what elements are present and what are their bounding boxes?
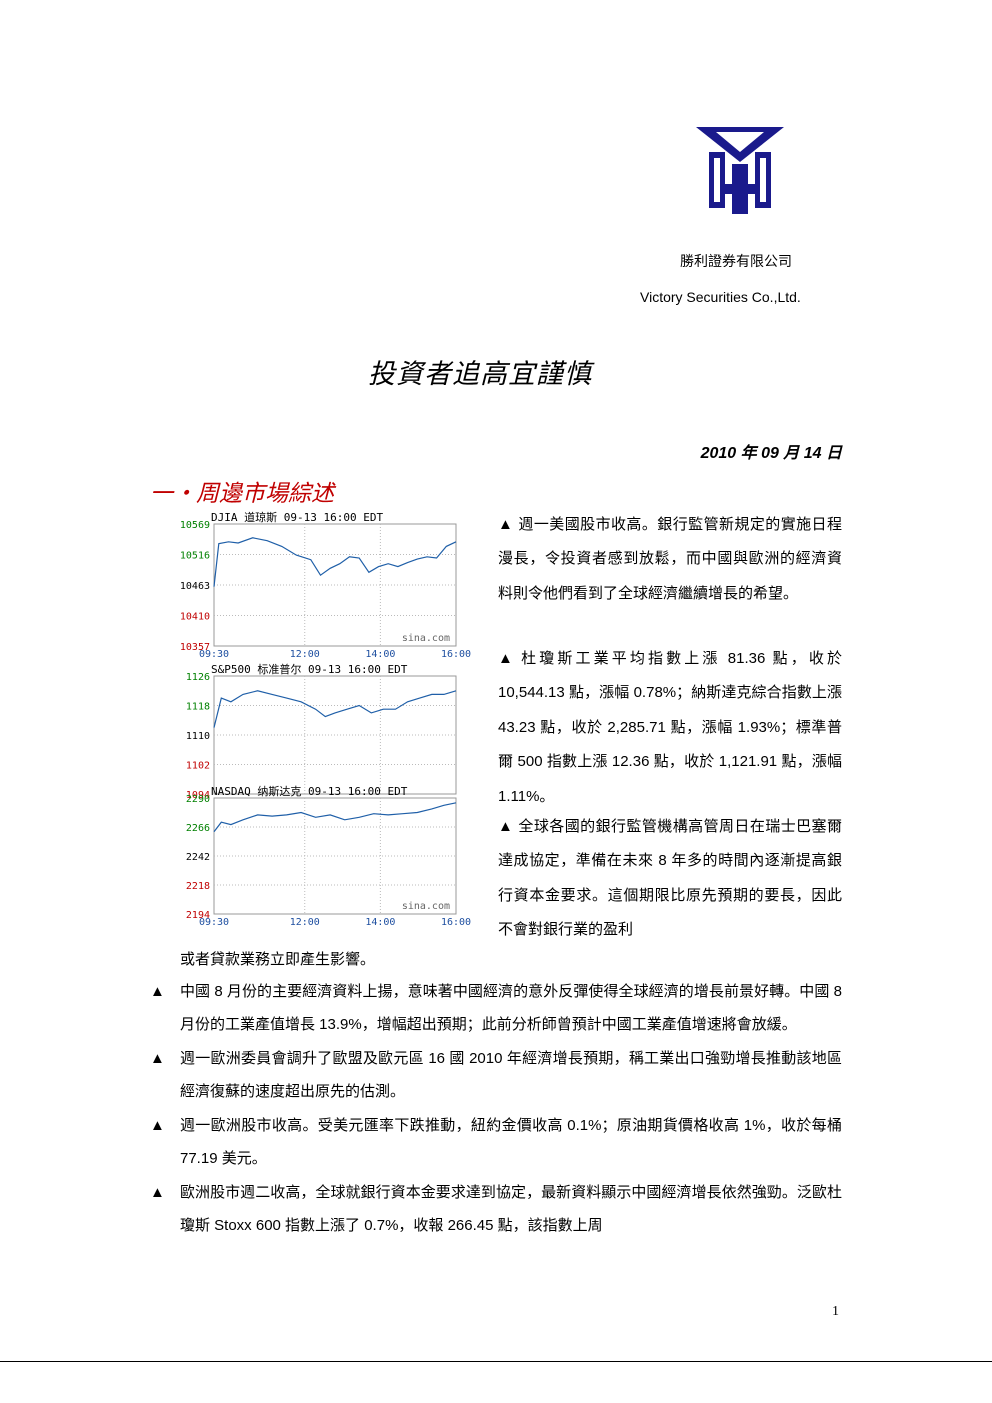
sp500-chart-title: S&P500 标准普尔 09-13 16:00 EDT — [211, 662, 408, 676]
company-name-english: Victory Securities Co.,Ltd. — [640, 289, 801, 305]
sp500-y-tick-label: 1126 — [186, 672, 210, 683]
paragraph-continuation: 或者貸款業務立即產生影響。 — [180, 951, 376, 968]
nasdaq-series-line — [213, 802, 457, 833]
company-logo — [696, 127, 784, 214]
bullet-triangle-icon: ▲ — [498, 650, 513, 667]
paragraph-us-market: ▲週一美國股市收高。銀行監管新規定的實施日程漫長，令投資者感到放鬆，而中國與歐洲… — [498, 508, 842, 611]
list-item: ▲ 週一歐洲委員會調升了歐盟及歐元區 16 國 2010 年經濟增長預期，稱工業… — [150, 1042, 842, 1108]
nasdaq-x-tick-label: 09:30 — [199, 917, 229, 928]
bullet-triangle-icon: ▲ — [150, 1050, 165, 1067]
djia-y-tick-label: 10569 — [180, 520, 210, 531]
document-title: 投資者追高宜謹慎 — [368, 359, 592, 389]
nasdaq-y-tick-label: 2266 — [186, 823, 210, 834]
djia-y-tick-label: 10357 — [180, 642, 210, 653]
paragraph-index-summary: ▲杜瓊斯工業平均指數上漲 81.36 點，收於 10,544.13 點，漲幅 0… — [498, 642, 842, 814]
bullet-triangle-icon: ▲ — [498, 818, 513, 835]
djia-series-line — [213, 537, 457, 587]
djia-y-tick-label: 10463 — [180, 581, 210, 592]
djia-x-tick-label: 09:30 — [199, 649, 229, 660]
nasdaq-x-tick-label: 14:00 — [365, 917, 395, 928]
sp500-y-tick-label: 1094 — [186, 790, 210, 801]
report-date: 2010 年 09 月 14 日 — [700, 445, 842, 462]
bullet-triangle-icon: ▲ — [150, 983, 165, 1000]
djia-watermark: sina.com — [402, 633, 450, 644]
nasdaq-y-tick-label: 2194 — [186, 910, 210, 921]
bullet-list: ▲ 中國 8 月份的主要經濟資料上揚，意味著中國經濟的意外反彈使得全球經濟的增長… — [150, 975, 842, 1243]
sp500-y-tick-label: 1110 — [186, 731, 210, 742]
nasdaq-y-tick-label: 2218 — [186, 881, 210, 892]
djia-x-tick-label: 16:00 — [441, 649, 471, 660]
nasdaq-y-tick-label: 2290 — [186, 794, 210, 805]
nasdaq-watermark: sina.com — [402, 901, 450, 912]
list-item: ▲ 中國 8 月份的主要經濟資料上揚，意味著中國經濟的意外反彈使得全球經濟的增長… — [150, 975, 842, 1041]
bullet-triangle-icon: ▲ — [150, 1184, 165, 1201]
djia-y-tick-label: 10410 — [180, 612, 210, 623]
nasdaq-x-tick-label: 16:00 — [441, 917, 471, 928]
djia-y-tick-label: 10516 — [180, 551, 210, 562]
djia-x-tick-label: 12:00 — [290, 649, 320, 660]
sp500-y-tick-label: 1118 — [186, 702, 210, 713]
list-item: ▲ 週一歐洲股市收高。受美元匯率下跌推動，紐約金價收高 0.1%；原油期貨價格收… — [150, 1109, 842, 1175]
page-number: 1 — [832, 1304, 839, 1319]
nasdaq-chart-title: NASDAQ 纳斯达克 09-13 16:00 EDT — [211, 785, 408, 798]
paragraph-basel-agreement: ▲全球各國的銀行監管機構高管周日在瑞士巴塞爾達成協定，準備在未來 8 年多的時間… — [498, 810, 842, 948]
nasdaq-x-tick-label: 12:00 — [290, 917, 320, 928]
bullet-triangle-icon: ▲ — [498, 516, 513, 533]
list-item: ▲ 歐洲股市週二收高，全球就銀行資本金要求達到協定，最新資料顯示中國經濟增長依然… — [150, 1176, 842, 1242]
nasdaq-y-tick-label: 2242 — [186, 852, 210, 863]
footer-divider — [0, 1361, 992, 1362]
sp500-y-tick-label: 1102 — [186, 761, 210, 772]
section-heading: 一・周邊市場綜述 — [150, 480, 334, 506]
djia-x-tick-label: 14:00 — [365, 649, 395, 660]
sp500-series-line — [213, 690, 457, 728]
bullet-triangle-icon: ▲ — [150, 1117, 165, 1134]
company-name-chinese: 勝利證券有限公司 — [680, 253, 792, 269]
djia-chart-title: DJIA 道琼斯 09-13 16:00 EDT — [211, 510, 383, 524]
